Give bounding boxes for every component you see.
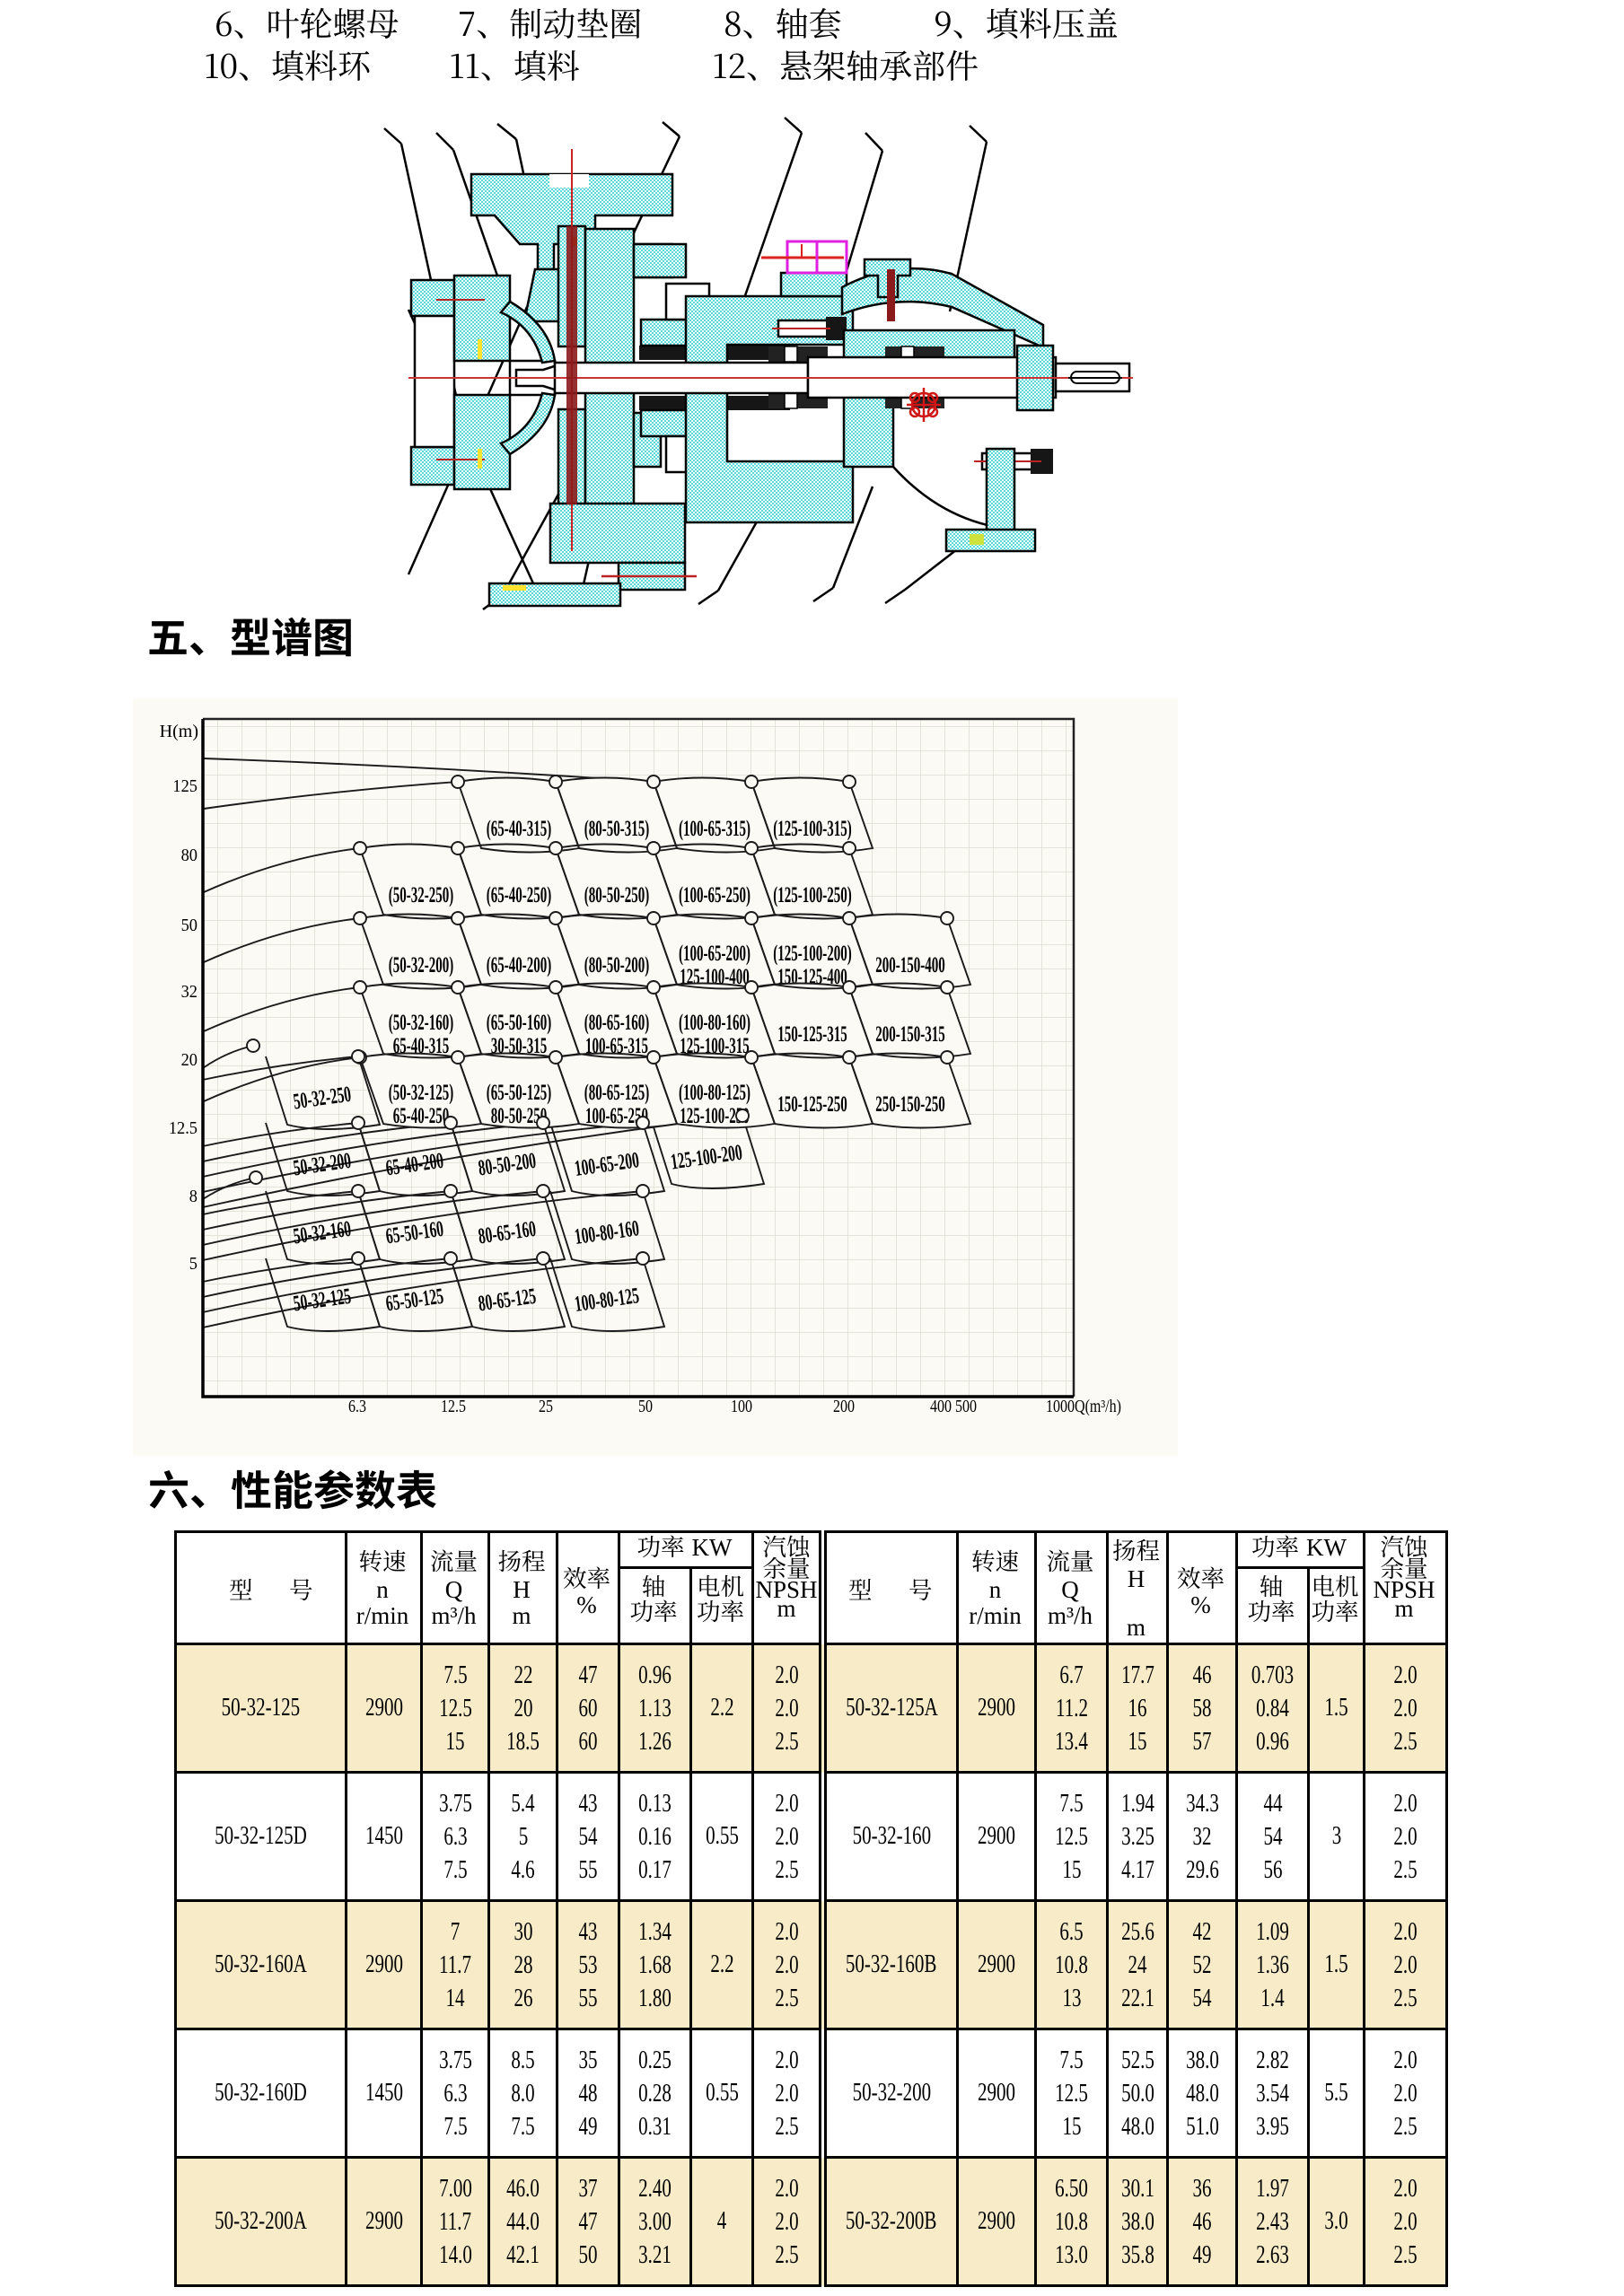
svg-text:(125-100-250): (125-100-250) <box>773 883 851 907</box>
svg-text:1000Q(m³/h): 1000Q(m³/h) <box>1046 1396 1121 1416</box>
svg-text:(50-32-250): (50-32-250) <box>389 883 453 907</box>
svg-text:50: 50 <box>638 1396 653 1415</box>
svg-text:150-125-250: 150-125-250 <box>777 1092 847 1117</box>
svg-text:(80-65-125): (80-65-125) <box>584 1081 649 1105</box>
svg-text:(100-65-200): (100-65-200) <box>679 942 751 966</box>
svg-text:50: 50 <box>181 916 198 935</box>
svg-text:8: 8 <box>189 1187 198 1206</box>
svg-text:32: 32 <box>181 982 198 1002</box>
svg-text:200-150-315: 200-150-315 <box>875 1022 944 1047</box>
svg-text:(65-50-125): (65-50-125) <box>487 1081 551 1105</box>
svg-text:250-150-250: 250-150-250 <box>875 1092 944 1117</box>
svg-text:(125-100-200): (125-100-200) <box>773 942 851 966</box>
svg-text:(80-50-250): (80-50-250) <box>584 883 649 907</box>
svg-text:25: 25 <box>539 1396 553 1415</box>
svg-text:H(m): H(m) <box>160 722 198 741</box>
svg-text:(80-50-315): (80-50-315) <box>584 817 649 841</box>
svg-text:(65-40-250): (65-40-250) <box>487 883 551 907</box>
svg-text:150-125-315: 150-125-315 <box>777 1022 847 1047</box>
svg-text:(100-80-125): (100-80-125) <box>679 1081 751 1105</box>
svg-text:(100-65-315): (100-65-315) <box>679 817 751 841</box>
svg-text:(125-100-315): (125-100-315) <box>773 817 851 841</box>
svg-text:200: 200 <box>833 1396 855 1415</box>
svg-text:125: 125 <box>172 776 198 796</box>
svg-text:12.5: 12.5 <box>441 1396 466 1415</box>
svg-text:400 500: 400 500 <box>930 1396 977 1415</box>
svg-text:(80-65-160): (80-65-160) <box>584 1011 649 1035</box>
svg-text:100: 100 <box>731 1396 752 1415</box>
svg-text:20: 20 <box>181 1050 198 1070</box>
svg-text:(50-32-125): (50-32-125) <box>389 1081 453 1105</box>
svg-text:5: 5 <box>189 1254 198 1274</box>
svg-text:6.3: 6.3 <box>348 1396 366 1415</box>
svg-text:12.5: 12.5 <box>169 1118 198 1138</box>
svg-text:(100-65-250): (100-65-250) <box>679 883 751 907</box>
svg-text:(100-80-160): (100-80-160) <box>679 1011 751 1035</box>
svg-text:65-40-250: 65-40-250 <box>393 1104 449 1128</box>
svg-text:80: 80 <box>181 846 198 865</box>
svg-text:(65-40-315): (65-40-315) <box>487 817 551 841</box>
svg-text:(50-32-160): (50-32-160) <box>389 1011 453 1035</box>
svg-text:200-150-400: 200-150-400 <box>875 953 944 977</box>
svg-text:(65-50-160): (65-50-160) <box>487 1011 551 1035</box>
svg-text:(80-50-200): (80-50-200) <box>584 953 649 977</box>
svg-text:(65-40-200): (65-40-200) <box>487 953 551 977</box>
svg-text:(50-32-200): (50-32-200) <box>389 953 453 977</box>
